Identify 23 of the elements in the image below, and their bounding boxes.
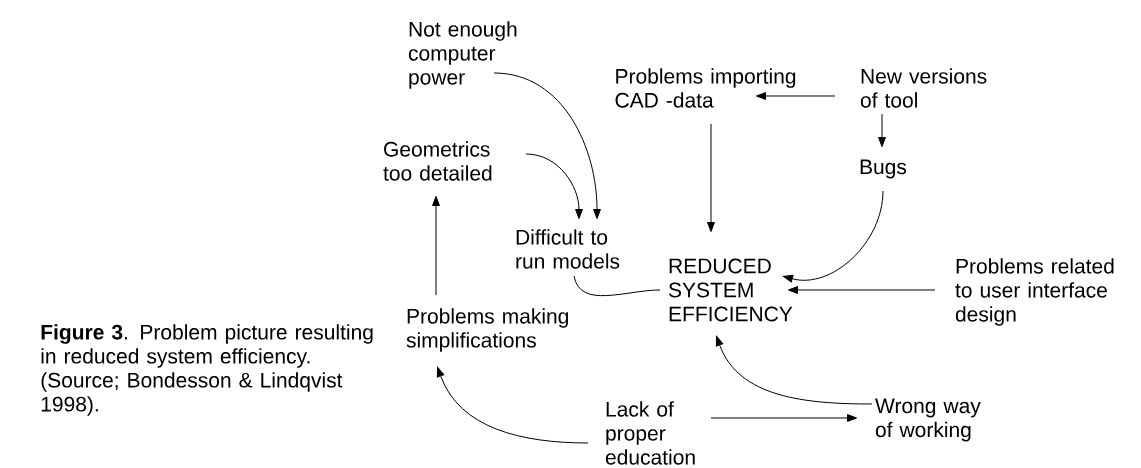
arrow (436, 366, 589, 444)
cause-text: Problems importing CAD -data (615, 68, 796, 108)
arrow (432, 195, 440, 296)
arrow (525, 153, 583, 220)
effect-text: REDUCED SYSTEM EFFICIENCY (668, 258, 793, 322)
cause-text: Bugs (860, 159, 907, 179)
arrow (787, 286, 936, 294)
arrow (707, 123, 715, 233)
cause-text: Difficult to run models (516, 229, 620, 269)
arrow (782, 190, 884, 283)
cause-text: Problems related to user interface design (955, 258, 1114, 326)
caption: Figure 3. Problem picture resulting in reduced system efficiency. (Source; Bondesson & Lindqvist 1998). (41, 324, 373, 416)
cause-text: Geometrics too detailed (383, 141, 492, 181)
arrow (710, 414, 858, 422)
arrow (755, 92, 836, 100)
cause-text: Lack of proper education (605, 401, 695, 465)
arrow (493, 72, 601, 220)
cause-text: New versions of tool (860, 68, 987, 108)
cause-text: Not enough computer power (408, 21, 517, 89)
arrow (878, 113, 886, 148)
arrow (715, 335, 873, 405)
cause-text: Wrong way of working (875, 398, 981, 442)
cause-text: Problems making simplifications (406, 308, 568, 352)
